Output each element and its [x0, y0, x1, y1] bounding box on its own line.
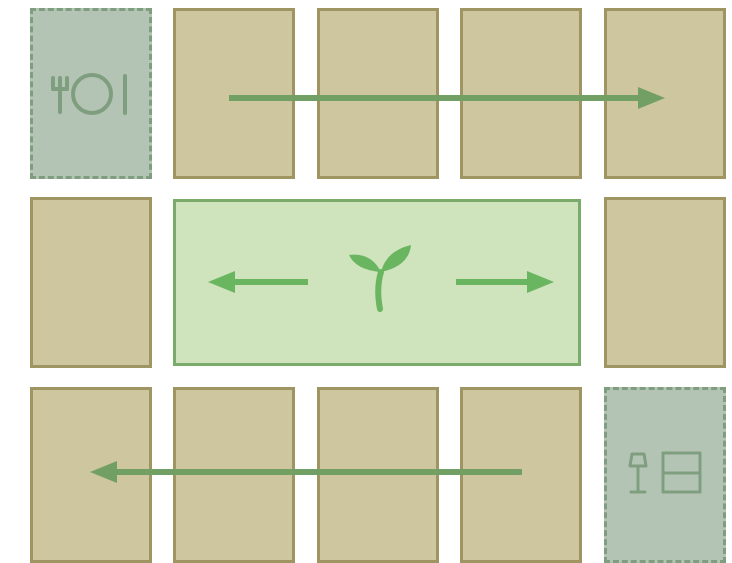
tile-top-2: [173, 8, 295, 179]
seedling-icon: [349, 245, 411, 312]
tile-top-4: [460, 8, 582, 179]
dining-utensils-icon: [51, 73, 127, 115]
center-right-arrow: [456, 271, 554, 293]
top-row-arrow: [229, 87, 665, 109]
center-left-arrow: [208, 271, 308, 293]
tile-middle-right: [604, 197, 726, 368]
tile-top-5: [604, 8, 726, 179]
tile-middle-left: [30, 197, 152, 368]
bedroom-tile: [604, 387, 726, 563]
dining-tile: [30, 8, 152, 179]
bottom-row-arrow: [90, 461, 522, 483]
tile-top-3: [317, 8, 439, 179]
lamp-and-bed-icon: [628, 451, 702, 494]
